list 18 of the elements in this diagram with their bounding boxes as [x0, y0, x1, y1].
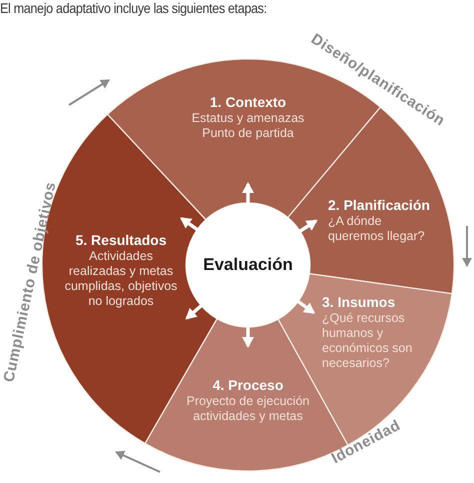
segment-heading: 3. Insumos: [322, 294, 396, 311]
segment-heading: 2. Planificación: [328, 197, 431, 214]
title: El manejo adaptativo incluye las siguientes etapas:: [0, 0, 267, 16]
segment-text: Actividades realizadas y metas cumplidas, objetivos no logrados: [64, 249, 178, 309]
segment-text: Proyecto de ejecución actividades y metas: [186, 394, 310, 424]
arrow: [185, 304, 204, 320]
arrow: [298, 219, 318, 234]
segment-heading: 1. Contexto: [208, 94, 288, 111]
arrow: [242, 182, 254, 204]
segment-text: ¿Qué recursos humanos y económicos son necesarios?: [322, 311, 414, 371]
arrow: [180, 217, 200, 232]
arrow: [296, 299, 316, 314]
segment-heading: 5. Resultados: [74, 232, 168, 249]
arrow: [242, 326, 254, 348]
segment-text: Estatus y amenazas Punto de partida: [190, 111, 306, 141]
segment-text: ¿A dónde queremos llegar?: [328, 214, 426, 244]
center-label: Evaluación: [203, 255, 293, 275]
segment-heading: 4. Proceso: [212, 377, 284, 394]
